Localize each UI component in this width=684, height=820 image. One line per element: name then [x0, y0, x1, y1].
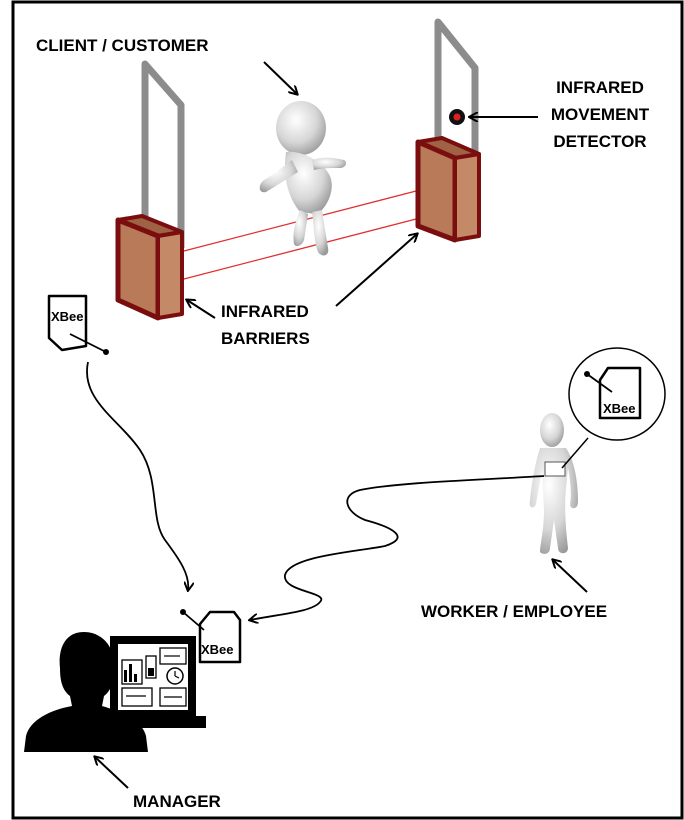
barriers-arrow-right — [335, 234, 417, 307]
infrared-beam-lower — [179, 217, 421, 281]
client-label: CLIENT / CUSTOMER — [36, 36, 209, 55]
worker-xbee-label: XBee — [603, 401, 636, 416]
barriers-arrow-left — [187, 300, 216, 319]
monitor-dashboard-icon — [100, 636, 206, 728]
barrier-xbee-module: XBee — [47, 294, 109, 355]
diagram-border — [11, 0, 684, 820]
right-infrared-barrier — [415, 136, 481, 243]
manager-xbee-module: XBee — [180, 609, 242, 664]
signal-path-barrier-to-manager — [86, 361, 188, 590]
barriers-label-line2: BARRIERS — [221, 329, 310, 348]
left-infrared-barrier — [115, 214, 184, 321]
barriers-label-line1: INFRARED — [221, 302, 309, 321]
detector-label-line2: MOVEMENT — [550, 105, 650, 124]
client-arrow — [263, 61, 297, 94]
worker-arrow — [553, 560, 588, 593]
detector-label: INFRARED MOVEMENT DETECTOR — [540, 74, 660, 155]
detector-label-line1: INFRARED — [556, 78, 644, 97]
detector-label-line3: DETECTOR — [553, 132, 647, 151]
worker-figure-icon — [529, 413, 578, 554]
infrared-sensor-icon — [449, 109, 465, 125]
manager-xbee-label: XBee — [201, 642, 234, 657]
left-barrier-pole — [141, 60, 185, 248]
worker-label: WORKER / EMPLOYEE — [421, 602, 608, 621]
signal-path-worker-to-manager — [250, 475, 545, 620]
running-client-icon — [259, 101, 347, 256]
barriers-label: INFRARED BARRIERS — [221, 298, 310, 352]
manager-label: MANAGER — [133, 792, 221, 811]
manager-arrow — [95, 757, 129, 789]
barrier-xbee-label: XBee — [51, 309, 84, 324]
worker-xbee-callout: XBee — [561, 347, 666, 469]
worker-badge — [544, 461, 566, 477]
